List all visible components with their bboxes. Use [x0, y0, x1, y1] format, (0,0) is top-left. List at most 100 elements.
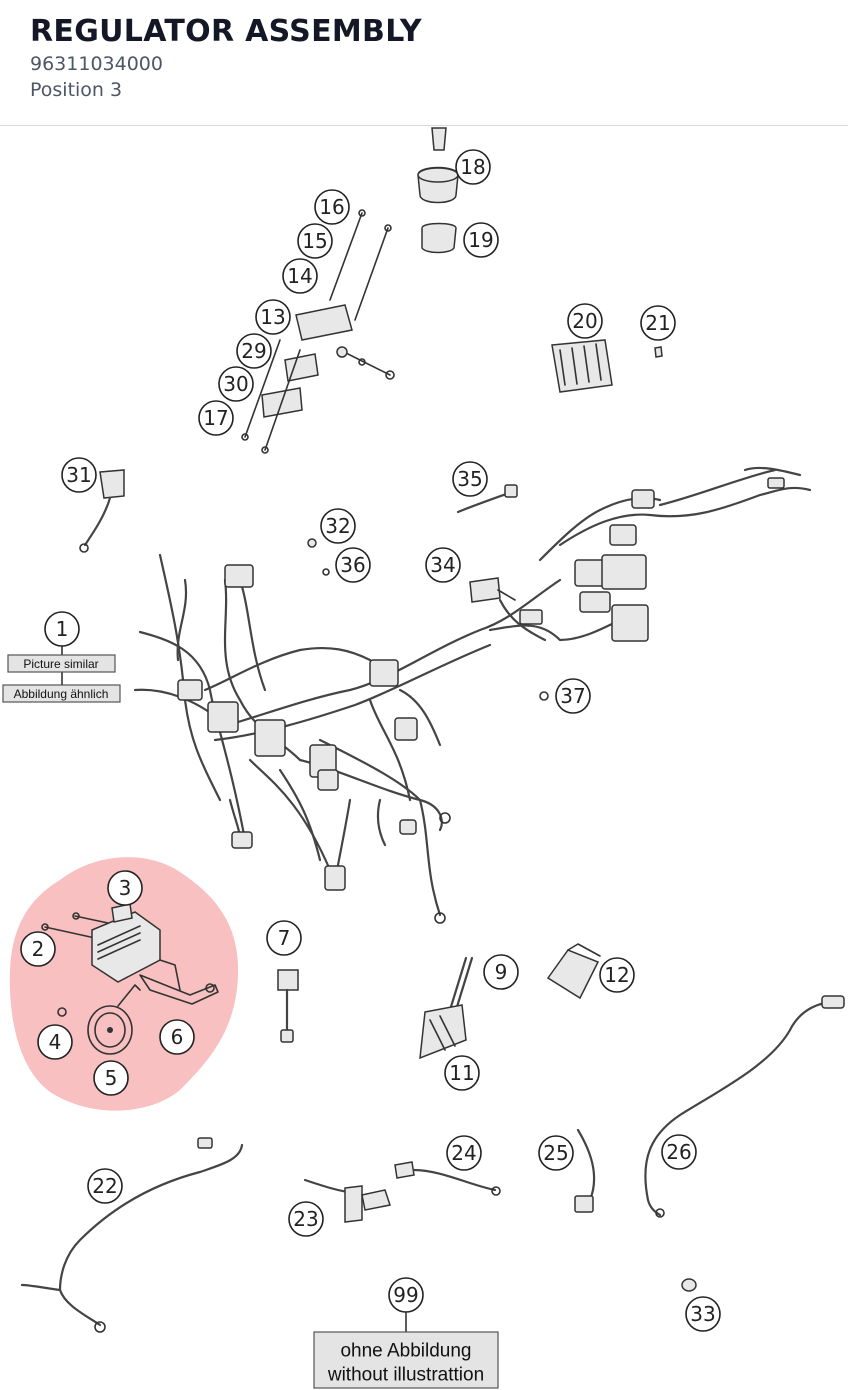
svg-text:34: 34 — [430, 553, 455, 577]
callout-20[interactable]: 20 — [567, 303, 603, 339]
svg-text:15: 15 — [302, 229, 327, 253]
svg-text:12: 12 — [604, 963, 629, 987]
main-wiring-harness — [133, 466, 812, 917]
part-number: 96311034000 — [30, 53, 163, 75]
svg-text:22: 22 — [92, 1174, 117, 1198]
callout-22[interactable]: 22 — [87, 1168, 123, 1204]
callout-15[interactable]: 15 — [297, 223, 333, 259]
callout-7[interactable]: 7 — [266, 920, 302, 956]
callout-1[interactable]: 1 — [44, 611, 80, 647]
callout-34[interactable]: 34 — [425, 547, 461, 583]
svg-text:19: 19 — [468, 228, 493, 252]
callout-17[interactable]: 17 — [198, 400, 234, 436]
callout-32[interactable]: 32 — [320, 508, 356, 544]
svg-text:29: 29 — [241, 339, 266, 363]
svg-text:36: 36 — [340, 553, 365, 577]
without-illustration-label: ohne Abbildung without illustrattion — [313, 1331, 499, 1389]
callout-18[interactable]: 18 — [455, 149, 491, 185]
callout-99[interactable]: 99 — [388, 1277, 424, 1313]
svg-text:33: 33 — [690, 1302, 715, 1326]
callout-6[interactable]: 6 — [159, 1019, 195, 1055]
svg-text:13: 13 — [260, 305, 285, 329]
svg-text:35: 35 — [457, 467, 482, 491]
svg-text:9: 9 — [495, 960, 508, 984]
part-33-drawing — [681, 1278, 697, 1292]
svg-text:24: 24 — [451, 1141, 476, 1165]
page-title: REGULATOR ASSEMBLY — [30, 14, 422, 49]
part-12-drawing — [546, 943, 601, 1000]
part-7-drawing — [277, 969, 299, 1043]
svg-text:23: 23 — [293, 1207, 318, 1231]
switch-parts-drawing — [417, 127, 459, 254]
callout-29[interactable]: 29 — [236, 333, 272, 369]
callout-16[interactable]: 16 — [314, 189, 350, 225]
svg-text:99: 99 — [393, 1283, 418, 1307]
picture-similar-text: Picture similar — [23, 657, 98, 671]
svg-text:21: 21 — [645, 311, 670, 335]
svg-text:14: 14 — [287, 264, 312, 288]
svg-text:37: 37 — [560, 684, 585, 708]
callout-numbers: 1 2 3 4 5 6 7 9 11 12 13 14 15 16 17 18 … — [20, 149, 721, 1332]
svg-text:2: 2 — [32, 937, 45, 961]
callout-35[interactable]: 35 — [452, 461, 488, 497]
harness-connectors — [177, 477, 785, 924]
svg-text:11: 11 — [449, 1061, 474, 1085]
svg-text:6: 6 — [171, 1025, 184, 1049]
cable-22-drawing — [20, 1137, 244, 1333]
callout-12[interactable]: 12 — [599, 957, 635, 993]
callout-19[interactable]: 19 — [463, 222, 499, 258]
callout-24[interactable]: 24 — [446, 1135, 482, 1171]
callout-9[interactable]: 9 — [483, 954, 519, 990]
svg-text:7: 7 — [278, 926, 291, 950]
callout-37[interactable]: 37 — [555, 678, 591, 714]
callout-2[interactable]: 2 — [20, 931, 56, 967]
callout-25[interactable]: 25 — [538, 1135, 574, 1171]
parts-9-11-drawing — [419, 956, 474, 1060]
abbildung-aehnlich-label: Abbildung ähnlich — [2, 684, 121, 703]
callout-3[interactable]: 3 — [107, 870, 143, 906]
callout-26[interactable]: 26 — [661, 1134, 697, 1170]
callout-36[interactable]: 36 — [335, 547, 371, 583]
callout-31[interactable]: 31 — [61, 457, 97, 493]
exploded-parts-diagram: Picture similar Abbildung ähnlich ohne A… — [2, 127, 845, 1389]
callout-33[interactable]: 33 — [685, 1296, 721, 1332]
bracket-fasteners-drawing — [241, 209, 395, 454]
svg-text:3: 3 — [119, 876, 132, 900]
callout-5[interactable]: 5 — [93, 1060, 129, 1096]
svg-text:25: 25 — [543, 1141, 568, 1165]
svg-text:4: 4 — [49, 1030, 62, 1054]
cable-25-drawing — [574, 1128, 596, 1213]
callout-21[interactable]: 21 — [640, 305, 676, 341]
without-illustration-text: without illustrattion — [327, 1365, 484, 1386]
svg-text:30: 30 — [223, 372, 248, 396]
sensor-31-drawing — [79, 469, 125, 553]
svg-text:17: 17 — [203, 406, 228, 430]
part-37-drawing — [539, 691, 549, 701]
abbildung-aehnlich-text: Abbildung ähnlich — [14, 687, 109, 701]
callout-13[interactable]: 13 — [255, 299, 291, 335]
picture-similar-label: Picture similar — [7, 654, 116, 673]
svg-text:1: 1 — [56, 617, 69, 641]
svg-text:31: 31 — [66, 463, 91, 487]
svg-text:16: 16 — [319, 195, 344, 219]
part-34-drawing — [469, 577, 516, 603]
fuse-box-drawing — [551, 339, 663, 393]
callout-4[interactable]: 4 — [37, 1024, 73, 1060]
ohne-abbildung-text: ohne Abbildung — [340, 1341, 471, 1362]
callout-23[interactable]: 23 — [288, 1201, 324, 1237]
callout-30[interactable]: 30 — [218, 366, 254, 402]
callout-14[interactable]: 14 — [282, 258, 318, 294]
svg-text:26: 26 — [666, 1140, 691, 1164]
position-label: Position 3 — [30, 79, 123, 101]
part-23-drawing — [303, 1178, 391, 1223]
part-36-drawing — [322, 568, 330, 576]
header: REGULATOR ASSEMBLY 96311034000 Position … — [0, 0, 848, 126]
svg-text:18: 18 — [460, 155, 485, 179]
svg-text:20: 20 — [572, 309, 597, 333]
svg-text:5: 5 — [105, 1066, 118, 1090]
svg-text:32: 32 — [325, 514, 350, 538]
cable-26-drawing — [644, 995, 845, 1218]
callout-11[interactable]: 11 — [444, 1055, 480, 1091]
part-35-drawing — [456, 484, 518, 514]
part-32-drawing — [307, 538, 317, 548]
